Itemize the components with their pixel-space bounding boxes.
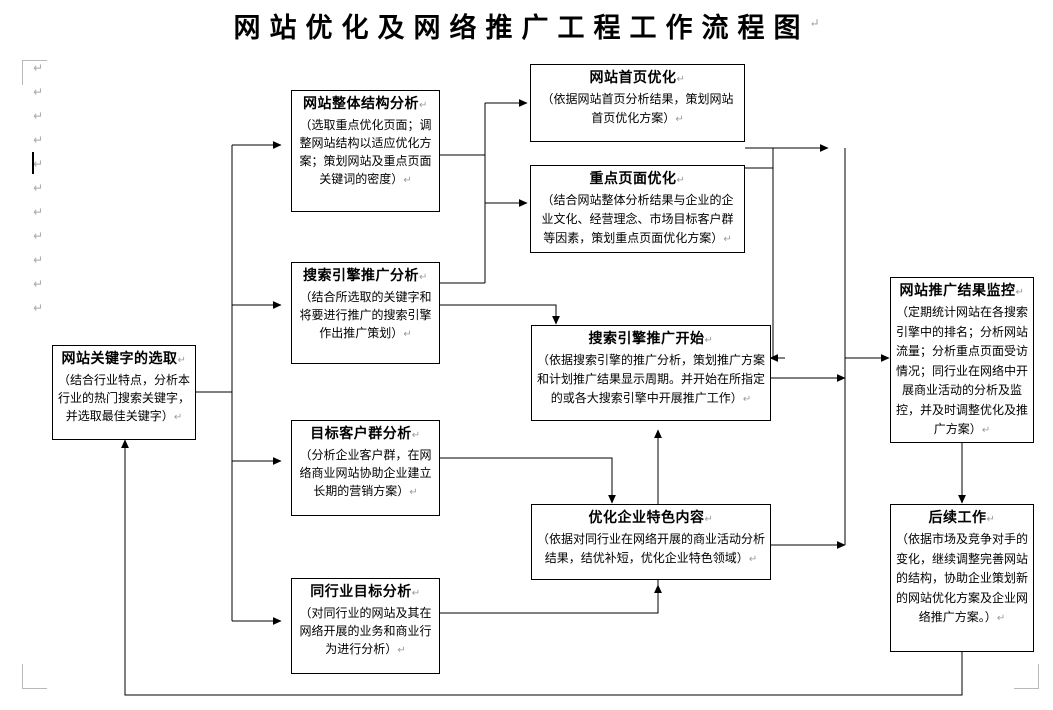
- paragraph-mark-icon: ↵: [996, 613, 1006, 624]
- node-industry-heading: 同行业目标分析↵: [310, 584, 421, 600]
- page-crop-mark-bottom-left: [22, 664, 47, 689]
- paragraph-mark-icon: ↵: [723, 234, 732, 245]
- node-customer-heading: 目标客户群分析↵: [310, 426, 421, 442]
- paragraph-mark-icon: ↵: [33, 301, 44, 315]
- node-customer-body: （分析企业客户群，在网络商业网站协助企业建立长期的营销方案）↵: [299, 448, 432, 498]
- paragraph-mark-icon: ↵: [33, 61, 44, 75]
- paragraph-mark-icon: ↵: [419, 100, 428, 111]
- node-followup-heading: 后续工作↵: [928, 510, 996, 526]
- paragraph-mark-icon: ↵: [33, 181, 44, 195]
- node-followup[interactable]: 后续工作↵ （依据市场及竞争对手的变化，继续调整完善网站的结构，协助企业策划新的…: [890, 504, 1034, 652]
- paragraph-mark-icon: ↵: [981, 425, 991, 436]
- node-promo-start[interactable]: 搜索引擎推广开始↵ （依据搜索引擎的推广分析，策划推广方案和计划推广结果显示周期…: [531, 325, 771, 421]
- paragraph-mark-icon: ↵: [33, 157, 44, 171]
- node-structure[interactable]: 网站整体结构分析↵ （选取重点优化页面；调整网站结构以适应优化方案；策划网站及重…: [291, 90, 440, 212]
- node-keyword-heading: 网站关键字的选取↵: [61, 351, 187, 367]
- node-seo-analysis-heading: 搜索引擎推广分析↵: [303, 268, 428, 284]
- node-keypage-body: （结合网站整体分析结果与企业的企业文化、经营理念、市场目标客户群等因素，策划重点…: [541, 193, 734, 245]
- paragraph-mark-icon: ↵: [33, 277, 44, 291]
- paragraph-mark-icon: ↵: [411, 588, 421, 599]
- node-content-body: （依据对同行业在网络开展的商业活动分析结果，结优补短，优化企业特色领域）↵: [537, 532, 766, 565]
- paragraph-mark-icon: ↵: [33, 109, 44, 123]
- node-seo-analysis-body: （结合所选取的关键字和将要进行推广的搜索引擎作出推广策划）↵: [299, 290, 432, 340]
- node-monitor-heading: 网站推广结果监控↵: [899, 283, 1025, 299]
- page-title: 网站优化及网络推广工程工作流程图↵: [0, 6, 1053, 45]
- edge-seo-analysis-to-promo-start: [440, 304, 560, 325]
- node-followup-body: （依据市场及竞争对手的变化，继续调整完善网站的结构，协助企业策划新的网站优化方案…: [896, 532, 1029, 624]
- node-monitor[interactable]: 网站推广结果监控↵ （定期统计网站在各搜索引擎中的排名；分析网站流量；分析重点页…: [890, 277, 1034, 443]
- edge-customer-to-content: [440, 457, 616, 504]
- node-promo-start-heading: 搜索引擎推广开始↵: [588, 331, 714, 347]
- paragraph-mark-icon: ↵: [33, 253, 44, 267]
- node-keypage-heading: 重点页面优化↵: [589, 171, 686, 187]
- node-promo-start-body: （依据搜索引擎的推广分析，策划推广方案和计划推广结果显示周期。并开始在所指定的或…: [537, 353, 766, 405]
- paragraph-mark-icon: ↵: [33, 133, 44, 147]
- node-content-heading: 优化企业特色内容↵: [588, 510, 714, 526]
- paragraph-mark-icon: ↵: [173, 412, 183, 423]
- margin-paragraph-marks: ↵ ↵ ↵ ↵ ↵ ↵ ↵ ↵ ↵ ↵ ↵: [33, 56, 51, 320]
- paragraph-mark-icon: ↵: [676, 74, 686, 85]
- paragraph-mark-icon: ↵: [748, 554, 758, 565]
- paragraph-mark-icon: ↵: [986, 514, 996, 525]
- paragraph-mark-icon: ↵: [33, 85, 44, 99]
- paragraph-mark-icon: ↵: [403, 175, 412, 186]
- paragraph-mark-icon: ↵: [397, 645, 406, 656]
- paragraph-mark-icon: ↵: [704, 514, 714, 525]
- paragraph-mark-icon: ↵: [704, 335, 714, 346]
- node-keyword-body: （结合行业特点，分析本行业的热门搜索关键字，并选取最佳关键字）↵: [58, 373, 191, 423]
- paragraph-mark-icon: ↵: [411, 430, 421, 441]
- node-homepage-body: （依据网站首页分析结果，策划网站首页优化方案）↵: [541, 92, 734, 125]
- node-homepage-heading: 网站首页优化↵: [589, 70, 686, 86]
- node-keypage[interactable]: 重点页面优化↵ （结合网站整体分析结果与企业的企业文化、经营理念、市场目标客户群…: [530, 165, 745, 253]
- paragraph-mark-icon: ↵: [33, 229, 44, 243]
- paragraph-mark-icon: ↵: [742, 394, 752, 405]
- node-monitor-body: （定期统计网站在各搜索引擎中的排名；分析网站流量；分析重点页面受访情况；同行业在…: [896, 305, 1029, 436]
- paragraph-mark-icon: ↵: [809, 16, 820, 30]
- edge-keypage-down: [772, 168, 785, 359]
- paragraph-mark-icon: ↵: [675, 114, 684, 125]
- node-homepage[interactable]: 网站首页优化↵ （依据网站首页分析结果，策划网站首页优化方案）↵: [530, 64, 745, 142]
- node-structure-heading: 网站整体结构分析↵: [303, 96, 428, 112]
- text-cursor: [32, 152, 34, 174]
- paragraph-mark-icon: ↵: [33, 205, 44, 219]
- page-title-text: 网站优化及网络推广工程工作流程图: [233, 13, 810, 44]
- page-crop-mark-top-left: [22, 60, 47, 85]
- node-content[interactable]: 优化企业特色内容↵ （依据对同行业在网络开展的商业活动分析结果，结优补短，优化企…: [531, 504, 771, 580]
- node-seo-analysis[interactable]: 搜索引擎推广分析↵ （结合所选取的关键字和将要进行推广的搜索引擎作出推广策划）↵: [291, 262, 440, 364]
- paragraph-mark-icon: ↵: [177, 355, 187, 366]
- page-crop-mark-bottom-right: [1014, 664, 1039, 689]
- paragraph-mark-icon: ↵: [403, 329, 412, 340]
- paragraph-mark-icon: ↵: [409, 487, 418, 498]
- paragraph-mark-icon: ↵: [1015, 287, 1025, 298]
- node-structure-body: （选取重点优化页面；调整网站结构以适应优化方案；策划网站及重点页面关键词的密度）…: [299, 118, 432, 186]
- node-keyword[interactable]: 网站关键字的选取↵ （结合行业特点，分析本行业的热门搜索关键字，并选取最佳关键字…: [52, 345, 196, 440]
- paragraph-mark-icon: ↵: [419, 272, 428, 283]
- paragraph-mark-icon: ↵: [676, 175, 686, 186]
- node-industry-body: （对同行业的网站及其在网络开展的业务和商业行为进行分析）↵: [299, 606, 432, 656]
- edge-industry-to-content-col: [440, 584, 662, 614]
- node-customer[interactable]: 目标客户群分析↵ （分析企业客户群，在网络商业网站协助企业建立长期的营销方案）↵: [291, 420, 440, 516]
- node-industry[interactable]: 同行业目标分析↵ （对同行业的网站及其在网络开展的业务和商业行为进行分析）↵: [291, 578, 440, 674]
